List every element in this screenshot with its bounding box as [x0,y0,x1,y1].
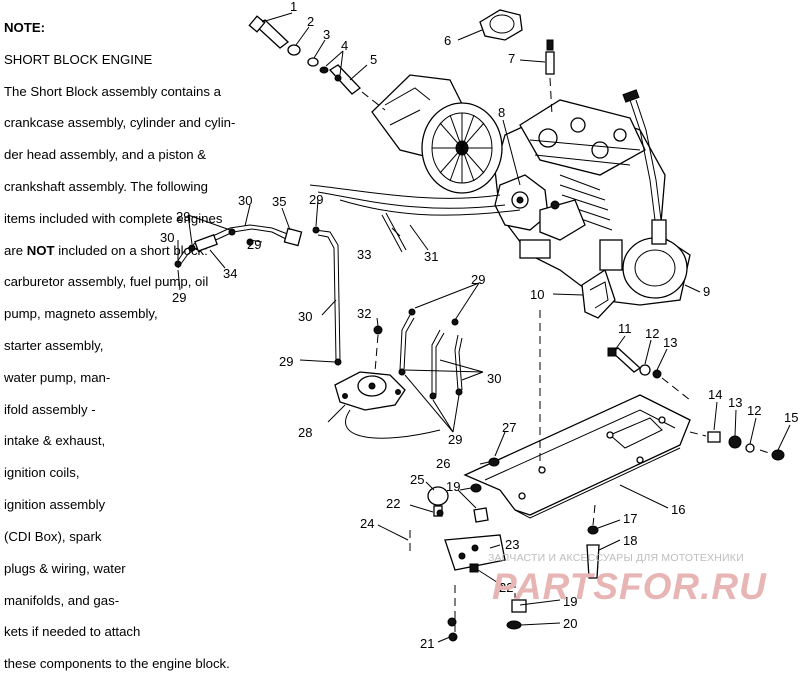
callout-12b: 12 [747,403,761,418]
callout-23: 23 [505,537,519,552]
callout-19a: 19 [446,479,460,494]
callout-34: 34 [223,266,237,281]
note-line: carburetor assembly, fuel pump, oil [4,274,209,290]
note-line: ignition coils, [4,465,80,481]
note-line: these components to the engine block. [4,656,230,672]
callout-16: 16 [671,502,685,517]
note-line: manifolds, and gas- [4,592,120,608]
callout-20: 20 [563,616,577,631]
note-line: crankshaft assembly. The following [4,178,209,194]
note-line: ignition assembly [4,497,106,513]
exploded-parts-diagram: 1 2 3 4 5 6 7 8 9 10 11 12 13 14 13 12 1… [160,0,798,650]
oil-pump-drawing [334,325,441,439]
note-line: SHORT BLOCK ENGINE [4,51,153,67]
lower-mount-hardware-drawing [409,310,600,642]
fuel-pump-hoses-drawing [174,224,342,366]
callout-21: 21 [420,636,434,650]
callout-8: 8 [498,105,505,120]
callout-9: 9 [703,284,710,299]
callout-29f: 29 [471,272,485,287]
note-line: pump, magneto assembly, [4,306,158,322]
engine-block-drawing [494,89,691,319]
callout-29c: 29 [309,192,323,207]
callout-17: 17 [623,511,637,526]
note-line: water pump, man- [4,369,111,385]
callout-labels: 1 2 3 4 5 6 7 8 9 10 11 12 13 14 13 12 1… [160,0,798,650]
callout-33: 33 [357,247,371,262]
callout-25: 25 [410,472,424,487]
callout-10: 10 [530,287,544,302]
note-line: The Short Block assembly contains a [4,83,221,99]
site-watermark: ЗАПЧАСТИ И АКСЕССУАРЫ ДЛЯ МОТОТЕХНИКИ PA… [488,552,798,612]
callout-24: 24 [360,516,374,531]
note-line: (CDI Box), spark [4,528,102,544]
callout-12a: 12 [645,326,659,341]
callout-14: 14 [708,387,722,402]
engine-mount-plate-drawing [463,394,691,519]
callout-30d: 30 [487,371,501,386]
callout-5: 5 [370,52,377,67]
callout-29e: 29 [279,354,293,369]
watermark-tagline: ЗАПЧАСТИ И АКСЕССУАРЫ ДЛЯ МОТОТЕХНИКИ [488,552,744,564]
callout-15: 15 [784,410,798,425]
note-line: intake & exhaust, [4,433,106,449]
callout-6: 6 [444,33,451,48]
callout-2: 2 [307,14,314,29]
note-line: items included with complete engines [4,210,223,226]
callout-30a: 30 [238,193,252,208]
radiator-cap-drawing [479,9,523,41]
callout-30c: 30 [298,309,312,324]
leader-lines [177,12,791,643]
callout-11: 11 [618,321,632,336]
recoil-starter-drawing [371,74,503,194]
callout-30b: 30 [160,230,174,245]
spark-plug-drawing [545,39,555,116]
callout-29a: 29 [176,209,190,224]
callout-22b: 22 [499,580,513,595]
callout-32: 32 [357,306,371,321]
callout-27: 27 [502,420,516,435]
callout-28: 28 [298,425,312,440]
callout-29b: 29 [247,237,261,252]
callout-13b: 13 [728,395,742,410]
bolt-washer-stack-drawing [248,15,386,111]
callout-3: 3 [323,27,330,42]
callout-26: 26 [436,456,450,471]
callout-29d: 29 [172,290,186,305]
note-line: crankcase assembly, cylinder and cylin- [4,115,236,131]
note-line: ifold assembly - [4,401,96,417]
callout-29g: 29 [448,432,462,447]
callout-31: 31 [424,249,438,264]
callout-4: 4 [341,38,348,53]
callout-18: 18 [623,533,637,548]
mount-hardware-drawing [607,347,785,461]
callout-19b: 19 [563,594,577,609]
fuel-line-drawing [309,184,501,199]
note-line: plugs & wiring, water [4,560,126,576]
callout-22a: 22 [386,496,400,511]
callout-1: 1 [290,0,297,14]
callout-13a: 13 [663,335,677,350]
note-line: kets if needed to attach [4,624,141,640]
note-line: der head assembly, and a piston & [4,147,207,163]
callout-35: 35 [272,194,286,209]
note-heading: NOTE: [4,19,46,35]
note-line: starter assembly, [4,338,104,354]
oil-lines-drawing [398,308,463,400]
watermark-logo-text: PARTSFOR.RU [492,566,767,607]
callout-7: 7 [508,51,515,66]
